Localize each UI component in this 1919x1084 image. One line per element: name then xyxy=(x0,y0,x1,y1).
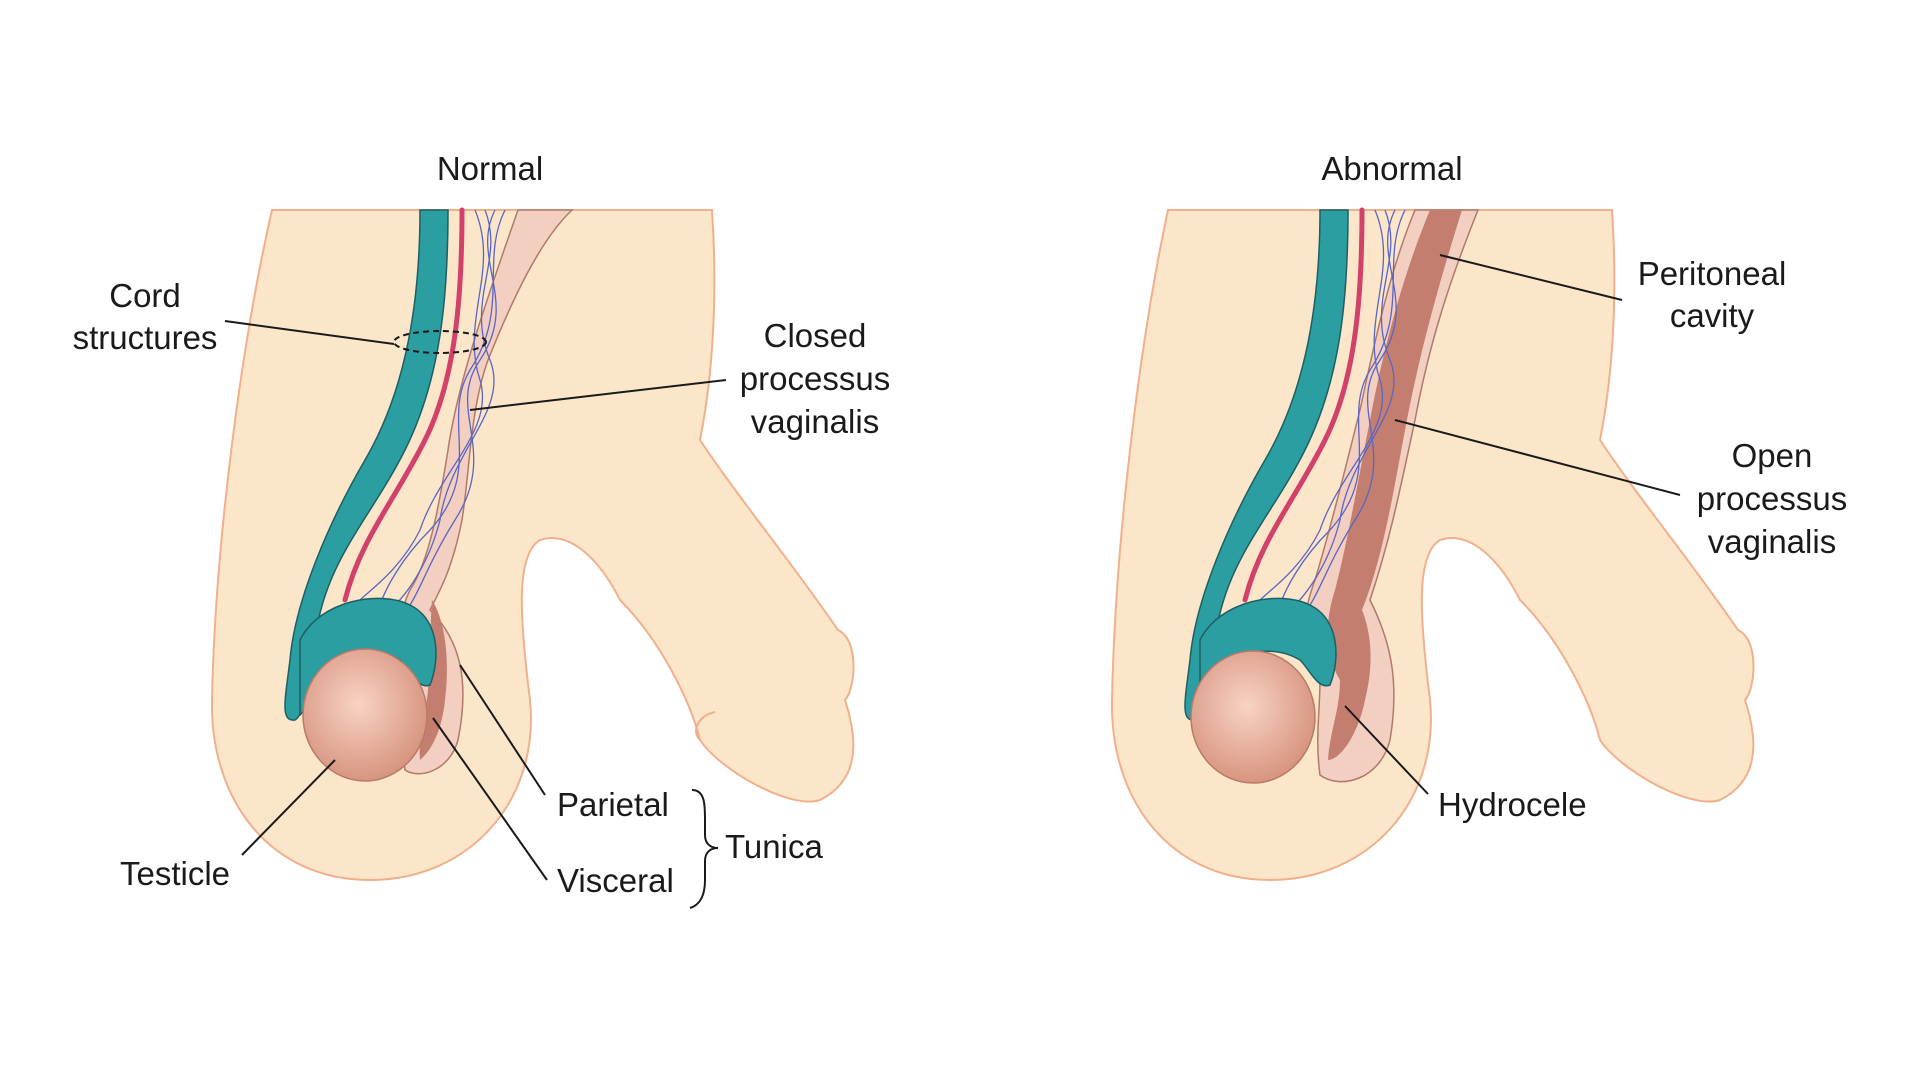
abnormal-title: Abnormal xyxy=(1321,150,1462,187)
normal-veins xyxy=(359,209,506,606)
closed-processus-leader xyxy=(469,379,727,411)
abnormal-artery xyxy=(1242,207,1365,603)
abnormal-fluid xyxy=(1327,210,1462,760)
label-peritoneal-line2: cavity xyxy=(1670,297,1755,334)
hydrocele-leader xyxy=(1344,705,1429,795)
label-open-line3: vaginalis xyxy=(1708,523,1836,560)
label-testicle: Testicle xyxy=(120,855,230,892)
abnormal-veins xyxy=(1259,209,1406,606)
normal-title: Normal xyxy=(437,150,543,187)
label-tunica: Tunica xyxy=(725,828,823,865)
tunica-brace xyxy=(689,789,719,909)
abnormal-testicle xyxy=(1190,650,1316,784)
parietal-leader xyxy=(459,664,546,796)
normal-body-silhouette xyxy=(210,209,855,882)
label-open-line1: Open xyxy=(1732,437,1813,474)
label-visceral: Visceral xyxy=(557,862,674,899)
label-closed-line2: processus xyxy=(740,360,890,397)
label-closed-line1: Closed xyxy=(764,317,867,354)
label-hydrocele: Hydrocele xyxy=(1438,786,1587,823)
label-cord-line1: Cord xyxy=(109,277,181,314)
visceral-leader xyxy=(432,717,548,881)
normal-testicle xyxy=(302,648,428,782)
label-cord-line2: structures xyxy=(73,319,218,356)
label-peritoneal-line1: Peritoneal xyxy=(1638,255,1787,292)
cord-structures-marker xyxy=(393,330,487,354)
label-closed-line3: vaginalis xyxy=(751,403,879,440)
peritoneal-leader xyxy=(1439,254,1623,301)
normal-artery xyxy=(342,207,465,603)
label-parietal: Parietal xyxy=(557,786,669,823)
normal-panel: Normal Cord structures Closed xyxy=(73,150,890,909)
testicle-leader xyxy=(241,759,336,856)
cord-leader-line xyxy=(224,320,395,345)
open-processus-leader xyxy=(1394,419,1681,496)
label-open-line2: processus xyxy=(1697,480,1847,517)
normal-processus-band xyxy=(401,209,574,775)
normal-penis-detail xyxy=(695,711,716,741)
normal-vas-deferens xyxy=(284,209,449,721)
abnormal-panel: Abnormal Peritoneal cavity Open processu… xyxy=(1110,150,1847,882)
